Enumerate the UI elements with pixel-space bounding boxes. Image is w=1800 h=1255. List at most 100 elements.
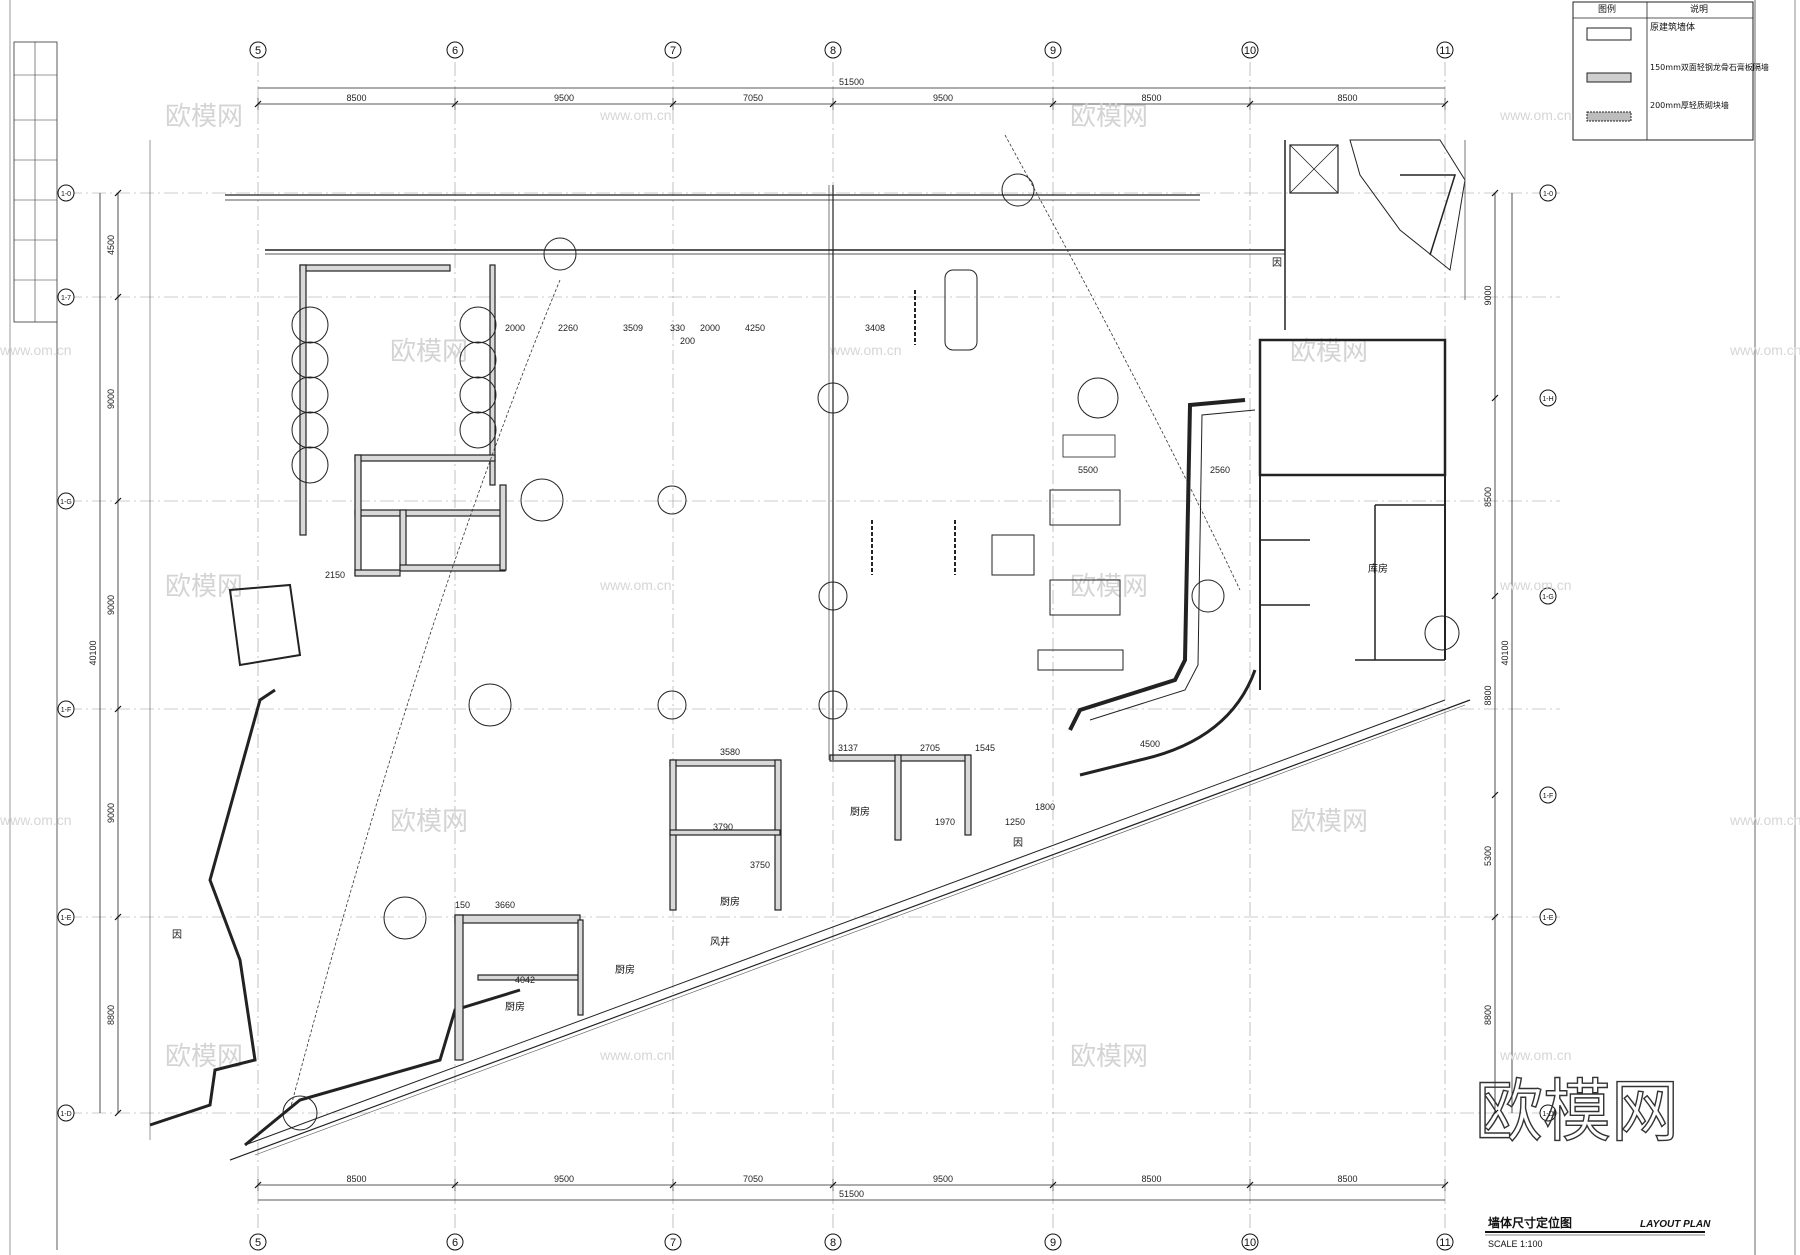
fire-symbol: 因 <box>172 929 182 941</box>
plan-title-en: LAYOUT PLAN <box>1640 1219 1711 1230</box>
dim-total-label: 40100 <box>88 640 98 665</box>
dim-span-label: 9000 <box>106 389 116 409</box>
watermark-logo: 欧模网 <box>390 337 468 367</box>
axis-label-row-right: 1-E <box>1543 915 1554 922</box>
dim-span-label: 8500 <box>1141 93 1161 103</box>
room-label-kitchen: 厨房 <box>615 963 635 976</box>
legend-table: 图例 说明 原建筑墙体 150mm双面轻钢龙骨石膏板隔墙 200mm厚轻质砌块墙 <box>1572 1 1769 141</box>
dim-tick <box>1491 394 1499 402</box>
watermark-logo: 欧模网 <box>165 1042 243 1072</box>
building-walls <box>149 134 1471 1161</box>
dim-tick <box>114 497 122 505</box>
axis-label-column: 7 <box>670 45 676 57</box>
axis-label-column: 10 <box>1244 1237 1256 1249</box>
dim-span-label: 8500 <box>1141 1174 1161 1184</box>
axis-bubble <box>1241 41 1259 59</box>
dim-span-label: 8500 <box>346 93 366 103</box>
dim-text: 2705 <box>920 743 940 753</box>
dim-text: 3750 <box>750 860 770 870</box>
axis-label-column: 5 <box>255 1237 261 1249</box>
watermarks: 欧模网 欧模网 欧模网 欧模网 欧模网 欧模网 欧模网 欧模网 欧模网 欧模网 … <box>0 102 1800 1072</box>
legend-swatch-original-wall <box>1586 27 1632 41</box>
dim-text: 3660 <box>495 900 515 910</box>
dim-tick <box>114 1109 122 1117</box>
axis-bubble <box>824 41 842 59</box>
dim-tick <box>114 293 122 301</box>
watermark-logo-large: 欧模网 <box>1475 1073 1679 1152</box>
axis-bubble <box>57 908 75 926</box>
dim-tick <box>1491 189 1499 197</box>
axis-bubble <box>1539 786 1557 804</box>
dim-text: 1800 <box>1035 802 1055 812</box>
dim-span-label: 8800 <box>1483 1005 1493 1025</box>
watermark-url: www.om.cn <box>0 342 72 358</box>
fire-symbol: 因 <box>1272 257 1282 269</box>
watermark-logo: 欧模网 <box>1070 102 1148 132</box>
axis-bubble <box>1539 587 1557 605</box>
dim-span-label: 5300 <box>1483 846 1493 866</box>
dim-span-label: 8500 <box>1483 487 1493 507</box>
dim-span-label: 9000 <box>1483 285 1493 305</box>
legend-row-block-wall: 200mm厚轻质砌块墙 <box>1650 100 1729 110</box>
plan-title: 墙体尺寸定位图 LAYOUT PLAN SCALE 1:100 <box>1485 1215 1711 1249</box>
grid-axis-bubbles: 5566778899101011111-01-71-G1-F1-E1-D1-01… <box>57 41 1557 1251</box>
room-label-shaft: 风井 <box>710 935 730 948</box>
dim-span-label: 4500 <box>106 235 116 255</box>
dim-text: 3580 <box>720 747 740 757</box>
dim-tick <box>114 913 122 921</box>
watermark-logo: 欧模网 <box>1070 1042 1148 1072</box>
watermark-url: www.om.cn <box>0 812 72 828</box>
legend-swatch-gypsum-wall <box>1586 72 1632 83</box>
axis-bubble <box>1241 1233 1259 1251</box>
dim-text: 1970 <box>935 817 955 827</box>
axis-label-row-right: 1-G <box>1542 594 1554 601</box>
axis-bubble <box>57 288 75 306</box>
dim-span-label: 9000 <box>106 803 116 823</box>
legend-swatch-block-wall <box>1586 111 1632 122</box>
dim-text: 4250 <box>745 323 765 333</box>
axis-label-row: 1-D <box>60 1111 71 1118</box>
dim-span-label: 8500 <box>346 1174 366 1184</box>
legend-header-left: 图例 <box>1598 3 1616 15</box>
dim-text: 2560 <box>1210 465 1230 475</box>
interior-dimensions: 2000 2260 3509 330 2000 4250 3408 3137 2… <box>325 323 1230 985</box>
watermark-logo: 欧模网 <box>1290 337 1368 367</box>
axis-label-column: 9 <box>1050 1237 1056 1249</box>
watermark-url: www.om.cn <box>1499 1047 1572 1063</box>
axis-label-column: 7 <box>670 1237 676 1249</box>
dim-tick <box>1491 592 1499 600</box>
dim-span-label: 9500 <box>554 1174 574 1184</box>
axis-label-column: 6 <box>452 1237 458 1249</box>
axis-label-row: 1-G <box>60 499 72 506</box>
room-label-kitchen: 厨房 <box>505 1000 525 1013</box>
fire-symbol: 因 <box>1013 837 1023 849</box>
watermark-logo: 欧模网 <box>390 807 468 837</box>
plan-scale: SCALE 1:100 <box>1488 1239 1543 1249</box>
axis-label-row: 1-E <box>61 915 72 922</box>
axis-label-row-right: 1-F <box>1543 793 1554 800</box>
plan-title-cn: 墙体尺寸定位图 <box>1488 1215 1572 1230</box>
watermark-url: www.om.cn <box>599 577 672 593</box>
dim-span-label: 7050 <box>743 93 763 103</box>
axis-bubble <box>57 1104 75 1122</box>
dim-text: 4042 <box>515 975 535 985</box>
axis-bubble <box>446 41 464 59</box>
watermark-logo: 欧模网 <box>1290 807 1368 837</box>
dim-text: 3137 <box>838 743 858 753</box>
watermark-url: www.om.cn <box>1499 107 1572 123</box>
watermark-url: www.om.cn <box>599 107 672 123</box>
room-label-kitchen: 厨房 <box>850 805 870 818</box>
room-label-kitchen: 厨房 <box>720 895 740 908</box>
dim-text: 200 <box>680 336 695 346</box>
dim-text: 3509 <box>623 323 643 333</box>
axis-bubble <box>1044 41 1062 59</box>
axis-bubble <box>1539 184 1557 202</box>
dim-span-label: 7050 <box>743 1174 763 1184</box>
dim-tick <box>1491 1109 1499 1117</box>
axis-bubble <box>664 1233 682 1251</box>
axis-label-column: 5 <box>255 45 261 57</box>
dim-text: 1250 <box>1005 817 1025 827</box>
watermark-url: www.om.cn <box>1499 577 1572 593</box>
